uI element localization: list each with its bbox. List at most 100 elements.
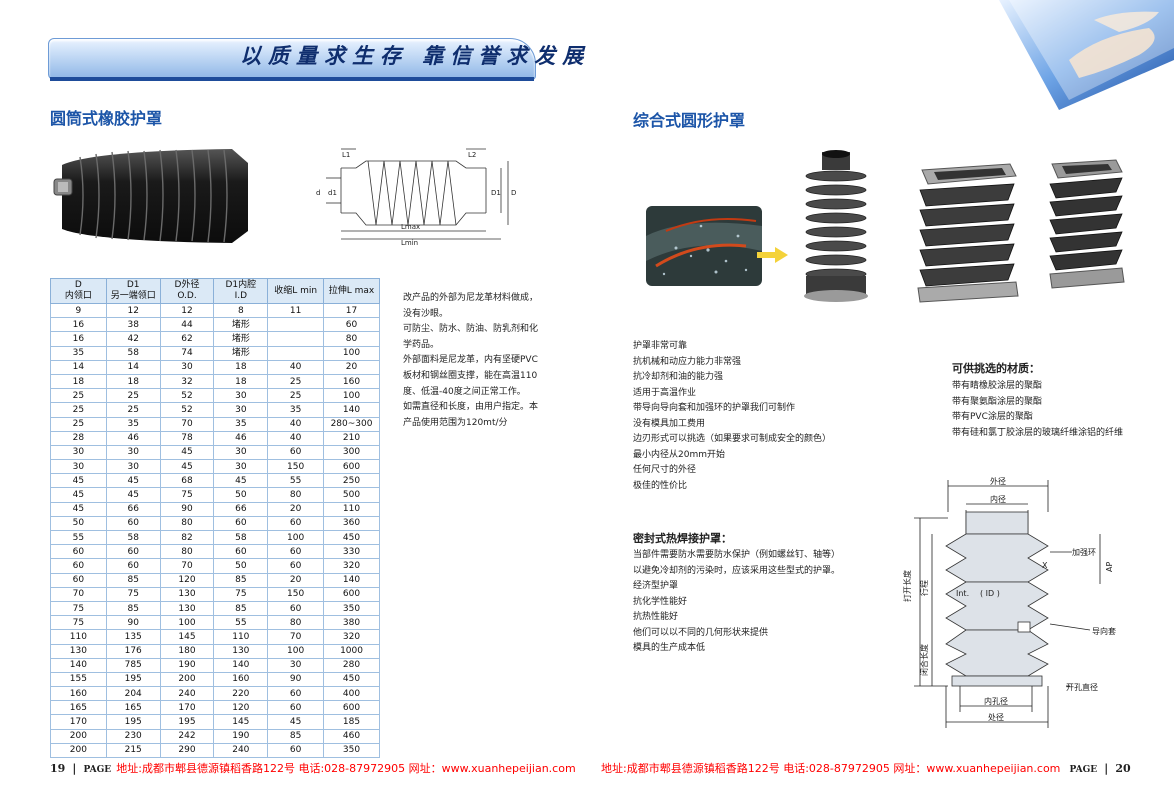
sealed-line: 以避免冷却剂的污染时，应该采用这些型式的护罩。	[633, 565, 841, 576]
sealed-line: 他们可以以不同的几何形状来提供	[633, 627, 769, 638]
table-cell: 140	[323, 572, 380, 588]
table-cell: 45	[50, 473, 107, 489]
table-cell: 32	[159, 373, 215, 390]
table-cell: 75	[213, 586, 269, 602]
table-cell: 12	[159, 302, 215, 319]
table-cell: 130	[159, 600, 215, 617]
table-cell: 85	[105, 600, 161, 617]
sealed-line: 经济型护罩	[633, 581, 679, 591]
footer-address-right: 地址:成都市郫县德源镇稻香路122号 电话:028-87972905 网址：	[601, 762, 927, 775]
table-cell: 190	[213, 728, 269, 744]
table-cell: 17	[323, 302, 380, 319]
table-cell: 46	[105, 430, 161, 446]
table-cell: 130	[50, 643, 107, 659]
table-cell: 30	[105, 459, 161, 475]
table-cell: 320	[323, 558, 380, 574]
table-cell: 330	[323, 544, 380, 560]
diagram-label-stroke: 行程	[919, 580, 929, 596]
table-cell: 30	[50, 444, 107, 461]
table-cell: 195	[105, 714, 161, 730]
sealed-line: 模具的生产成本低	[633, 643, 706, 653]
table-cell: 9	[50, 302, 107, 319]
table-cell: 25	[105, 402, 161, 418]
feature-item: 极佳的性价比	[633, 480, 688, 491]
table-cell: 18	[50, 373, 107, 390]
table-cell: 18	[213, 359, 269, 375]
desc-line: 度、低温-40度之间正常工作。	[403, 386, 526, 397]
page-number-right: 20	[1115, 762, 1131, 775]
table-cell: 140	[323, 402, 380, 418]
corner-hand-graphic	[999, 0, 1174, 110]
table-cell: 80	[323, 331, 380, 347]
rectangular-bellows-photo-2	[1049, 159, 1125, 289]
table-cell: 185	[323, 714, 380, 730]
table-cell: 60	[105, 558, 161, 574]
table-cell: 190	[159, 657, 215, 673]
table-cell: 45	[50, 487, 107, 503]
table-cell	[267, 331, 325, 347]
page-number-left: 19	[50, 762, 66, 775]
table-cell: 75	[50, 615, 107, 631]
desc-line: 板材和钢丝圈支撑，能在高温110	[403, 370, 538, 381]
table-cell: 100	[267, 529, 325, 546]
table-cell: 60	[267, 444, 325, 461]
table-cell: 60	[50, 572, 107, 588]
table-cell: 180	[159, 643, 215, 659]
table-cell: 600	[323, 586, 380, 602]
table-cell: 210	[323, 430, 380, 446]
table-cell: 160	[50, 686, 107, 702]
feature-item: 抗机械和动应力能力非常强	[633, 356, 742, 367]
table-cell: 85	[213, 572, 269, 588]
table-cell: 80	[267, 615, 325, 631]
footer-url-left[interactable]: www.xuanhepeijian.com	[441, 762, 576, 775]
table-cell: 350	[323, 600, 380, 617]
diagram-label-outer: 外径	[990, 476, 1006, 486]
table-cell: 46	[213, 430, 269, 446]
diagram-label-id: ( ID )	[980, 589, 1000, 598]
table-cell: 290	[159, 742, 215, 759]
table-cell: 20	[267, 572, 325, 588]
table-cell: 12	[105, 302, 161, 319]
table-cell: 45	[159, 444, 215, 461]
footer-url-right[interactable]: www.xuanhepeijian.com	[926, 762, 1061, 775]
table-cell: 145	[213, 714, 269, 730]
table-cell: 240	[213, 742, 269, 759]
table-cell: 100	[323, 345, 380, 361]
table-cell: 85	[213, 600, 269, 617]
material-item: 带有硅和氯丁胶涂层的玻璃纤维涂铝的纤维	[952, 427, 1124, 438]
desc-line: 如需直径和长度，由用户指定。本	[403, 402, 539, 413]
table-cell: 80	[267, 487, 325, 503]
diagram-label-open-dia: 开孔直径	[1066, 682, 1098, 692]
table-cell: 74	[159, 345, 215, 361]
label-d-big: D	[511, 189, 516, 197]
table-cell: 38	[105, 317, 161, 333]
diagram-label-guide: 导向套	[1092, 626, 1116, 636]
table-cell: 52	[159, 388, 215, 404]
table-cell: 170	[50, 714, 107, 730]
materials-heading: 可供挑选的材质：	[952, 362, 1040, 375]
table-cell: 80	[159, 515, 215, 532]
table-cell: 60	[267, 700, 325, 716]
table-cell: 55	[267, 473, 325, 489]
table-cell: 204	[105, 686, 161, 702]
table-cell: 66	[213, 501, 269, 517]
table-cell: 30	[213, 402, 269, 418]
table-cell: 60	[50, 558, 107, 574]
table-cell: 215	[105, 742, 161, 759]
table-cell: 11	[267, 302, 325, 319]
diagram-label-open-length: 打开长度	[902, 570, 912, 602]
table-cell: 60	[267, 686, 325, 702]
table-cell: 160	[213, 671, 269, 688]
